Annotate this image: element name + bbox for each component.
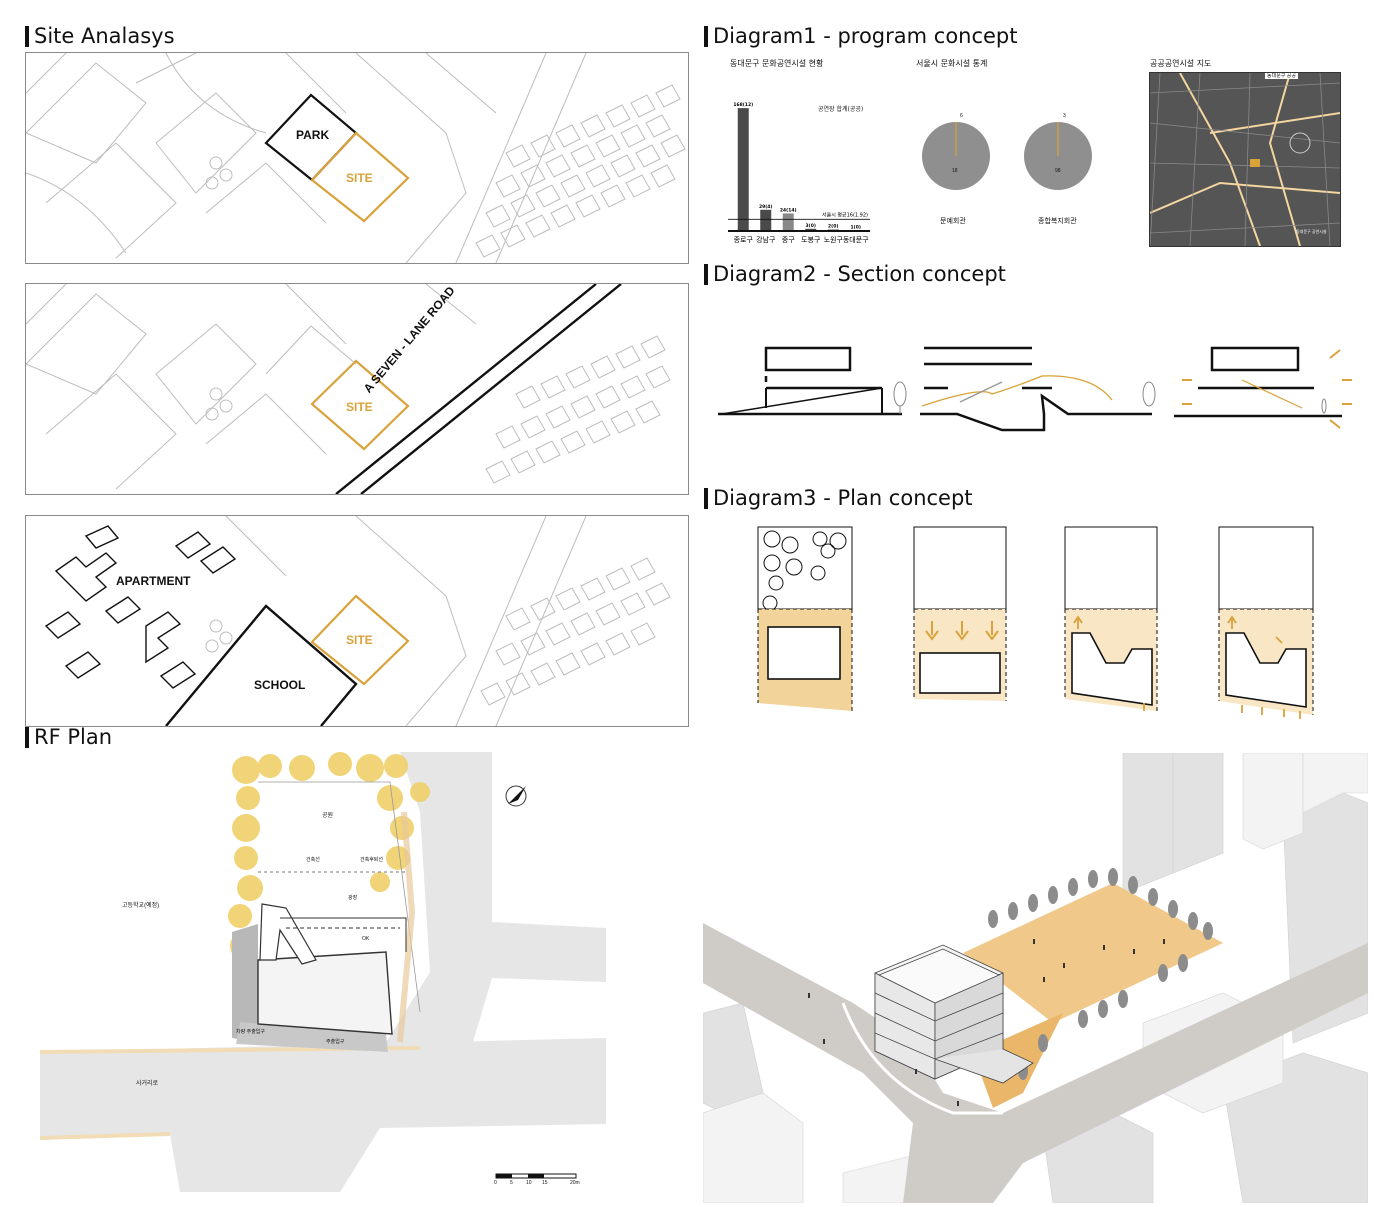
map-corner-label: 동대문구 공공 bbox=[1265, 73, 1298, 79]
bar-1 bbox=[760, 209, 772, 231]
people bbox=[808, 939, 1165, 1106]
diagram2-title: Diagram2 - Section concept bbox=[704, 262, 1006, 286]
site-analysis-title: Site Analasys bbox=[25, 24, 175, 48]
setback-line-label: 건축후퇴선 bbox=[360, 857, 384, 863]
bar-chart-title: 동대문구 문화공연시설 현황 bbox=[730, 59, 824, 68]
bar-category-label-1: 강남구 bbox=[756, 235, 776, 244]
park-trees bbox=[988, 868, 1213, 1080]
site-boundary bbox=[310, 594, 410, 686]
school-area-label: 고등학교(예정) bbox=[122, 903, 160, 909]
bar-value-label-1: 29(4) bbox=[759, 204, 773, 210]
plaza-label: 광장 bbox=[348, 895, 358, 901]
ok-label: OK bbox=[362, 936, 370, 942]
scale-tick-15: 15 bbox=[542, 1180, 548, 1186]
scale-tick-20: 20m bbox=[570, 1180, 580, 1186]
diagram1-title: Diagram1 - program concept bbox=[704, 24, 1018, 48]
diagram3-title: Diagram3 - Plan concept bbox=[704, 486, 973, 510]
pie2-label: 종합복지회관 bbox=[1038, 217, 1077, 225]
axonometric-view bbox=[703, 753, 1368, 1203]
section-2 bbox=[920, 346, 1156, 432]
pie2-center-label: 98 bbox=[1055, 168, 1061, 174]
plan-1 bbox=[757, 526, 853, 711]
pie-chart-2 bbox=[1024, 122, 1092, 190]
park-label: PARK bbox=[296, 128, 330, 142]
bar-category-label-4: 노원구 bbox=[824, 235, 844, 244]
bar-category-label-5: 동대문구 bbox=[843, 236, 869, 244]
facility-map: 동대문구 공공 동대문구 공연시설 bbox=[1149, 72, 1341, 247]
bar-0 bbox=[737, 108, 749, 231]
site-map-school: APARTMENT SITE SCHOOL bbox=[25, 515, 689, 727]
site-boundary bbox=[310, 131, 410, 223]
site-map-park: PARK SITE bbox=[25, 52, 689, 264]
main-entrance-label: 주출입구 bbox=[326, 1039, 345, 1045]
building-line-label: 건축선 bbox=[306, 857, 320, 863]
building-roof bbox=[232, 903, 407, 1052]
map-title: 공공공연시설 지도 bbox=[1150, 59, 1212, 68]
average-label: 서울시 평균16(1.92) bbox=[822, 211, 868, 218]
road-area-label: 사거리로 bbox=[136, 1081, 159, 1087]
site-label: SITE bbox=[346, 633, 373, 647]
section-1 bbox=[718, 346, 907, 416]
section-concept-diagrams bbox=[718, 346, 1352, 432]
scale-tick-5: 5 bbox=[510, 1180, 513, 1186]
bar-value-label-3: 3(0) bbox=[806, 223, 816, 229]
vehicle-entrance-label: 차량 주출입구 bbox=[236, 1029, 265, 1035]
building-mass bbox=[874, 944, 1034, 1084]
bar-3 bbox=[805, 228, 817, 231]
plan-4 bbox=[1218, 526, 1314, 719]
bar-category-label-0: 종로구 bbox=[734, 236, 754, 244]
pie1-label: 문예회관 bbox=[940, 217, 966, 225]
rf-plan-drawing: 공원 고등학교(예정) 사거리로 건축선 건축후퇴선 광장 OK 차량 주출입구… bbox=[40, 752, 606, 1192]
site-label: SITE bbox=[346, 171, 373, 185]
park-plane bbox=[963, 883, 1223, 1023]
park-area-label: 공원 bbox=[322, 813, 334, 819]
bar-category-label-2: 중구 bbox=[782, 236, 795, 244]
plan-3 bbox=[1064, 526, 1158, 711]
pie-chart-1 bbox=[922, 122, 990, 190]
pie2-small-label: 3 bbox=[1063, 113, 1066, 119]
apartment-blocks bbox=[44, 525, 237, 689]
bar-2 bbox=[782, 213, 794, 231]
bar-value-label-5: 1(0) bbox=[851, 224, 861, 230]
school-boundary bbox=[165, 604, 358, 726]
site-map-road: SITE A SEVEN - LANE ROAD bbox=[25, 283, 689, 495]
bar-chart: 168(12) 종로구 29(4) 강남구 24(14) 중구 3(0) 도봉구 2(0) 노원구… bbox=[728, 102, 870, 244]
school-label: SCHOOL bbox=[254, 678, 306, 692]
plan-2 bbox=[913, 526, 1007, 701]
housing-blocks bbox=[205, 84, 686, 258]
pie1-small-label: 6 bbox=[960, 113, 963, 119]
pie-chart-title: 서울시 문화시설 통계 bbox=[916, 59, 988, 68]
scale-tick-0: 0 bbox=[494, 1180, 497, 1186]
pie1-center-label: 18 bbox=[952, 168, 958, 174]
road-line-a bbox=[335, 284, 597, 494]
map-bottom-label: 동대문구 공연시설 bbox=[1296, 229, 1327, 234]
section-3 bbox=[1174, 346, 1352, 429]
road-line-b bbox=[360, 284, 622, 494]
site-boundary bbox=[310, 359, 410, 451]
bar-category-label-3: 도봉구 bbox=[801, 236, 821, 244]
trees bbox=[228, 752, 430, 960]
plan-concept-diagrams bbox=[757, 526, 1314, 719]
scale-tick-10: 10 bbox=[526, 1180, 532, 1186]
north-arrow-icon bbox=[505, 785, 527, 807]
bar-value-label-2: 24(14) bbox=[780, 207, 797, 213]
bar-value-label-4: 2(0) bbox=[828, 224, 838, 230]
bar-legend-label: 공연장 합계(공공) bbox=[818, 106, 864, 113]
apartment-label: APARTMENT bbox=[116, 574, 191, 588]
rf-plan-title: RF Plan bbox=[25, 725, 112, 749]
site-label: SITE bbox=[346, 400, 373, 414]
scale-bar bbox=[495, 1173, 577, 1179]
bar-value-label-0: 168(12) bbox=[733, 102, 753, 108]
